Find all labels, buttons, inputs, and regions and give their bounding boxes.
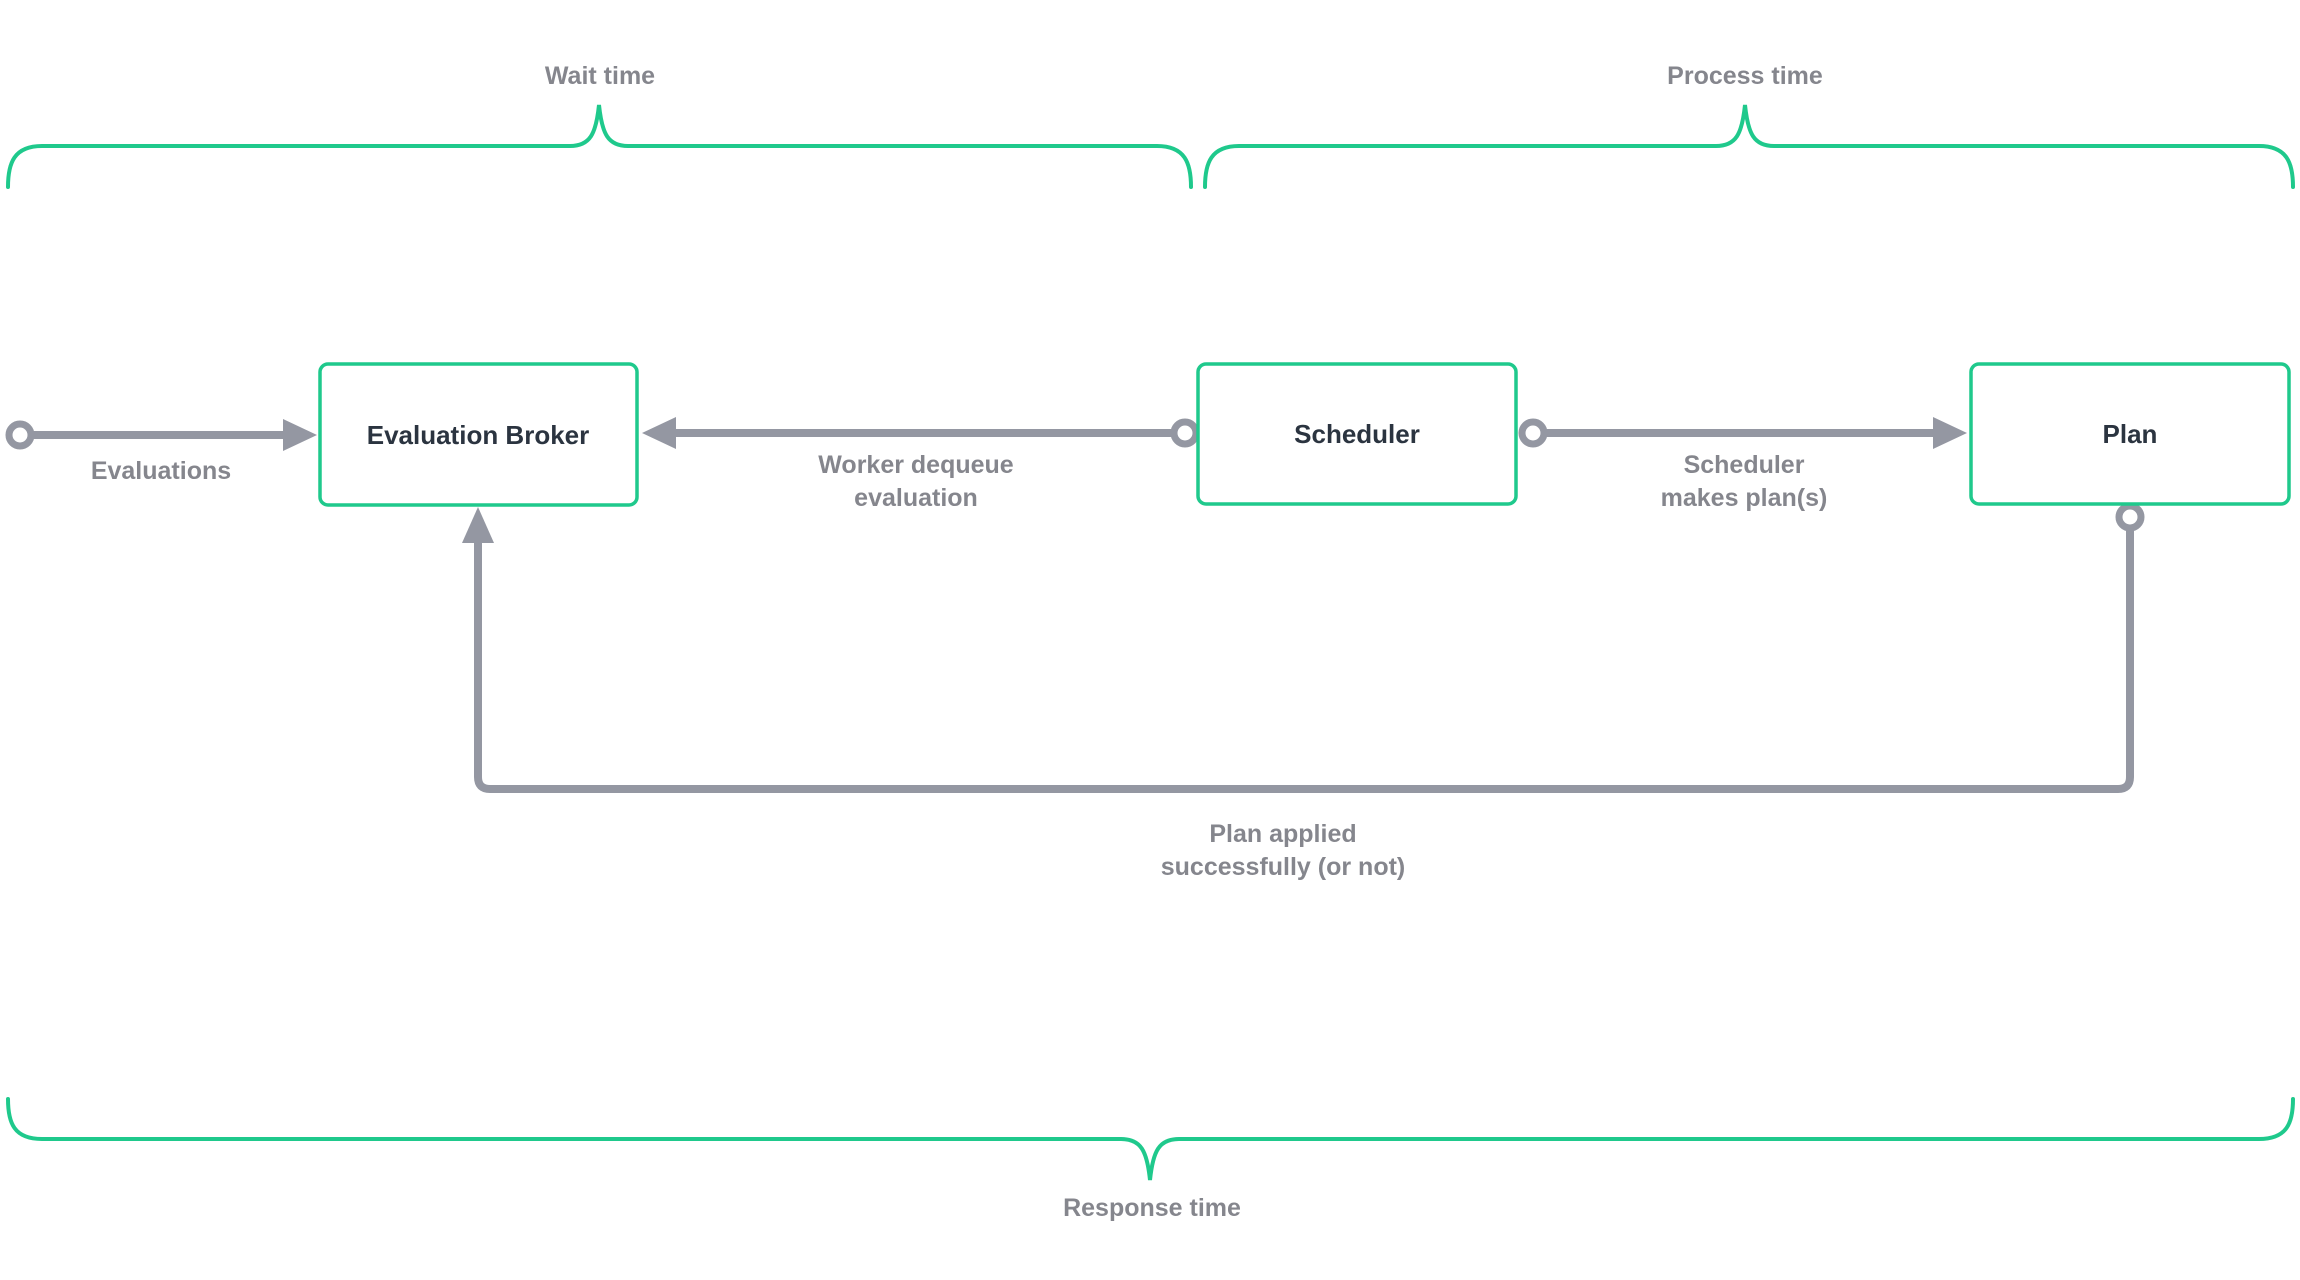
node-plan: Plan <box>1969 362 2291 506</box>
plan-box <box>1969 362 2291 506</box>
scheduler-plan-endpoint-circle-icon <box>1518 418 1548 448</box>
scheduler-plan-arrowhead-icon <box>1933 417 1967 449</box>
response-time-brace-group: Response time <box>6 1097 2295 1222</box>
wait-time-brace-group: Wait time <box>6 62 1193 189</box>
worker-dequeue-arrowhead-icon <box>642 417 676 449</box>
wait-time-label: Wait time <box>545 62 655 90</box>
process-time-label: Process time <box>1667 62 1823 90</box>
worker-dequeue-endpoint-circle-icon <box>1170 418 1200 448</box>
scheduler-label: Scheduler <box>1294 419 1420 449</box>
scheduler-makes-plan-label-line2: makes plan(s) <box>1661 484 1828 512</box>
node-evaluation-broker: Evaluation Broker <box>318 362 639 507</box>
evaluations-edge-label: Evaluations <box>91 457 231 485</box>
evaluation-broker-label: Evaluation Broker <box>367 420 590 450</box>
edge-plan-applied-feedback: Plan applied successfully (or not) <box>462 502 2145 881</box>
plan-applied-endpoint-circle-icon <box>2115 502 2145 532</box>
node-scheduler: Scheduler <box>1196 362 1518 506</box>
process-time-brace-group: Process time <box>1203 62 2295 189</box>
scheduler-makes-plan-label-line1: Scheduler <box>1684 451 1805 479</box>
edge-scheduler-makes-plan: Scheduler makes plan(s) <box>1518 417 1967 512</box>
plan-applied-edge-line <box>474 528 2134 793</box>
evaluations-endpoint-circle-icon <box>5 420 35 450</box>
response-time-label: Response time <box>1063 1194 1241 1222</box>
plan-applied-arrowhead-icon <box>462 507 494 543</box>
worker-dequeue-label-line2: evaluation <box>854 484 978 512</box>
evaluation-broker-box <box>318 362 639 507</box>
edge-evaluations: Evaluations <box>5 419 317 485</box>
worker-dequeue-label-line1: Worker dequeue <box>818 451 1014 479</box>
wait-time-brace <box>6 104 1193 189</box>
plan-applied-label-line2: successfully (or not) <box>1161 853 1406 881</box>
response-time-brace <box>6 1097 2295 1181</box>
plan-label: Plan <box>2103 419 2158 449</box>
evaluations-arrowhead-icon <box>283 419 317 451</box>
edge-worker-dequeue: Worker dequeue evaluation <box>642 417 1200 512</box>
plan-applied-label-line1: Plan applied <box>1209 820 1356 848</box>
scheduler-box <box>1196 362 1518 506</box>
process-time-brace <box>1203 104 2295 189</box>
